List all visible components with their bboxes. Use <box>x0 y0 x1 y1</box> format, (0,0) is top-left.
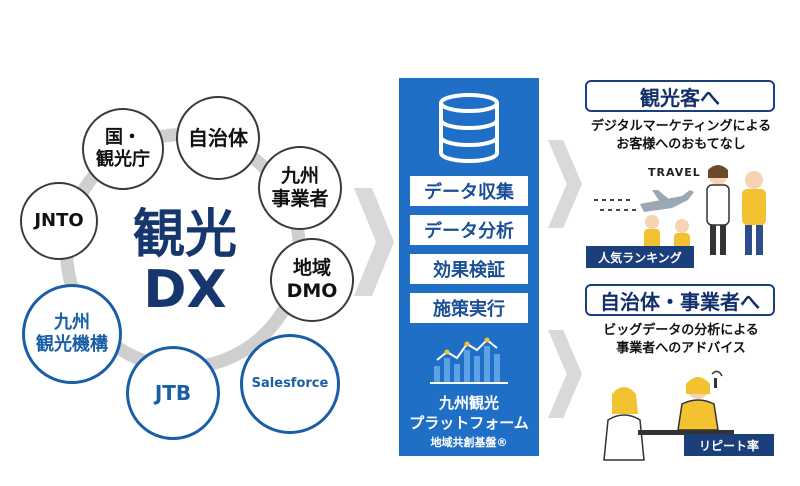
node-chiiki-dmo-label: 地域 DMO <box>286 257 338 302</box>
node-chiiki-dmo: 地域 DMO <box>270 238 354 322</box>
database-icon <box>439 93 499 163</box>
tourists-heading: 観光客へ <box>640 85 720 110</box>
tourists-heading-box: 観光客へ <box>585 80 775 112</box>
consultation-illustration <box>603 370 734 461</box>
popularity-ranking-tag: 人気ランキング <box>586 246 694 268</box>
node-kyushu-jigyosha: 九州 事業者 <box>258 146 342 230</box>
step-measure-execution-label: 施策実行 <box>433 299 505 320</box>
repeat-rate-tag: リピート率 <box>684 434 774 456</box>
tourists-subtitle: デジタルマーケティングによる お客様へのおもてなし <box>590 119 772 152</box>
platform-name-line2: プラットフォーム <box>409 414 529 432</box>
step-data-collection-label: データ収集 <box>424 182 514 203</box>
node-jnto-label: JNTO <box>34 210 84 232</box>
travel-sign-text: TRAVEL <box>648 166 701 179</box>
node-jtb: JTB <box>126 346 220 440</box>
node-kyushu-jigyosha-label: 九州 事業者 <box>271 165 329 210</box>
node-jichitai-label: 自治体 <box>188 126 248 150</box>
popularity-ranking-label: 人気ランキング <box>598 250 682 265</box>
arrow-to-platform <box>354 188 394 296</box>
node-jichitai: 自治体 <box>176 96 260 180</box>
node-salesforce-label: Salesforce <box>251 376 329 392</box>
step-effect-verification: 効果検証 <box>410 254 528 284</box>
platform-name-line1: 九州観光 <box>438 394 499 412</box>
step-data-analysis: データ分析 <box>410 215 528 245</box>
step-data-analysis-label: データ分析 <box>424 221 514 242</box>
businesses-heading-box: 自治体・事業者へ <box>585 284 775 316</box>
step-data-collection: データ収集 <box>410 176 528 206</box>
businesses-subtitle: ビッグデータの分析による 事業者へのアドバイス <box>603 323 759 356</box>
node-jtb-label: JTB <box>154 381 192 405</box>
step-measure-execution: 施策実行 <box>410 293 528 323</box>
kanko-dx-title: 観光 DX <box>132 205 237 320</box>
step-effect-verification-label: 効果検証 <box>433 260 505 281</box>
node-kuni-label: 国・ 観光庁 <box>96 127 150 170</box>
node-kuni-kankocho: 国・ 観光庁 <box>82 108 164 190</box>
node-salesforce: Salesforce <box>240 334 340 434</box>
node-jnto: JNTO <box>20 182 98 260</box>
repeat-rate-label: リピート率 <box>698 438 759 453</box>
node-kyushu-kankou-kikou: 九州 観光機構 <box>22 284 122 384</box>
dashboard-chart-icon <box>430 337 508 384</box>
node-kyushu-kankou-kikou-label: 九州 観光機構 <box>36 312 108 355</box>
platform-name-line3: 地域共創基盤® <box>430 436 508 449</box>
businesses-heading: 自治体・事業者へ <box>600 289 760 314</box>
